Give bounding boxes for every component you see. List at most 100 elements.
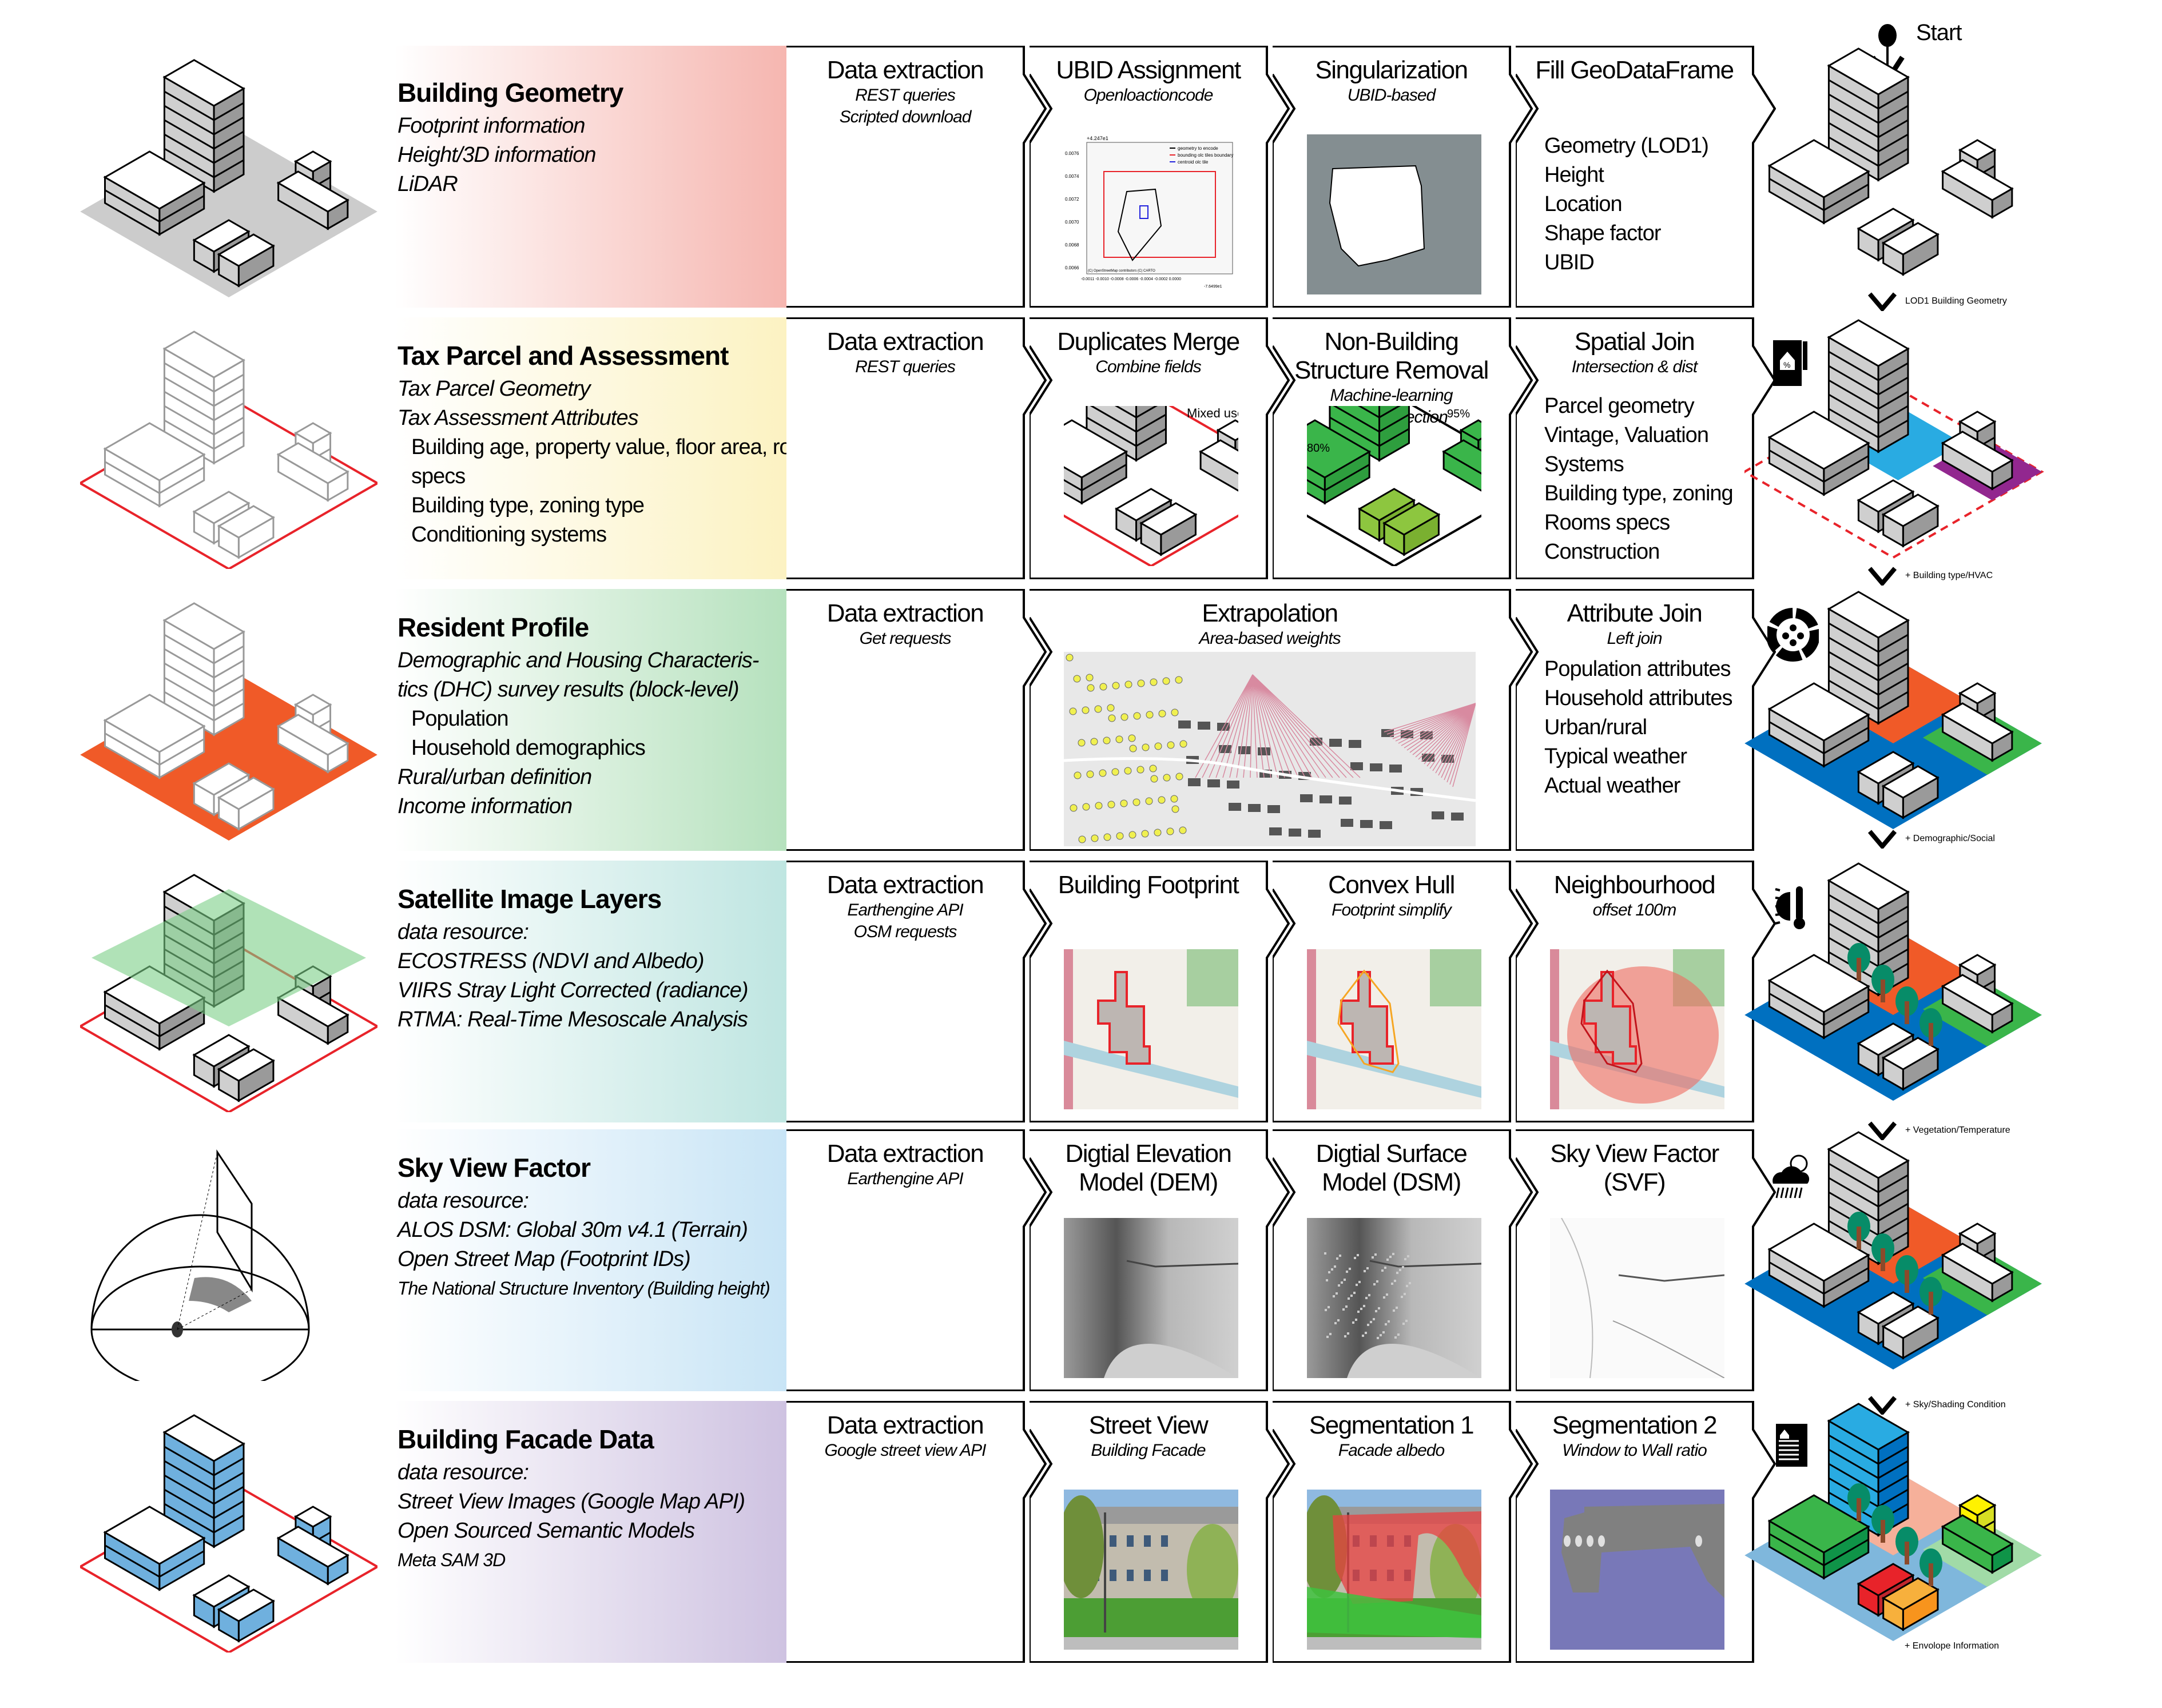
output-step-text: + Envolope Information xyxy=(1905,1641,1999,1651)
stage-subtitle: Facade albedo xyxy=(1338,1441,1445,1460)
source-detail-line: data resource: xyxy=(398,920,529,944)
output-stage xyxy=(1744,46,2162,309)
attribute-list-item: Actual weather xyxy=(1544,774,1680,798)
attribute-list-item: Vintage, Valuation xyxy=(1544,423,1709,447)
stage-digtial-elevation-model-dem[interactable]: Digtial Elevation Model (DEM) xyxy=(1030,1129,1290,1391)
tree-icon xyxy=(1919,1548,1942,1586)
plot-ytick: 0.0068 xyxy=(1065,242,1079,248)
source-band xyxy=(395,1401,864,1663)
tree-icon xyxy=(1895,1527,1918,1564)
stage-title: Digtial Elevation Model (DEM) xyxy=(1065,1140,1233,1196)
start-marker xyxy=(1767,63,1819,120)
population-group-icon xyxy=(1766,606,1820,663)
output-step-label: + Sky/Shading Condition xyxy=(1867,1395,2006,1415)
stage-frame xyxy=(786,46,1047,308)
source-detail-line: ECOSTRESS (NDVI and Albedo) xyxy=(398,949,704,973)
mixed-use-annotation: Mixed use xyxy=(1187,406,1238,420)
output-stage xyxy=(1744,1401,2162,1664)
stage-subtitle: Area-based weights xyxy=(1199,629,1341,648)
chevron-down-icon xyxy=(1867,567,1897,586)
source-detail-line: Rural/urban definition xyxy=(398,765,592,789)
source-detail-line: Open Sourced Semantic Models xyxy=(398,1519,695,1543)
neighbourhood-map xyxy=(1550,949,1724,1109)
stage-subtitle: Left join xyxy=(1607,629,1662,648)
stage-subtitle: Get requests xyxy=(859,629,952,648)
dem-image xyxy=(1064,1218,1239,1378)
sun-thermometer-icon xyxy=(1767,878,1819,935)
source-detail-line: Household demographics xyxy=(411,736,646,760)
output-stage xyxy=(1744,861,2162,1124)
singularization-footprint-image xyxy=(1307,134,1481,294)
band-arrow-shape xyxy=(395,1401,852,1663)
stage-title: Duplicates Merge xyxy=(1057,328,1240,356)
band-arrow-shape xyxy=(395,861,852,1122)
stage-title: Singularization xyxy=(1315,56,1468,84)
stage-title: Spatial Join xyxy=(1574,328,1695,356)
output-step-label: LOD1 Building Geometry xyxy=(1867,292,2007,311)
dsm-image xyxy=(1307,1218,1482,1378)
plot-ytick: 0.0076 xyxy=(1065,151,1079,156)
stage-thumbnail: Mixed use xyxy=(1000,328,1302,568)
plot-x-offset-label: -7.6499e1 xyxy=(1204,285,1222,289)
output-step-text: LOD1 Building Geometry xyxy=(1905,296,2007,306)
source-title: Satellite Image Layers xyxy=(398,884,662,914)
plot-offset-label: +4.247e1 xyxy=(1087,136,1108,141)
band-arrow-shape xyxy=(395,46,852,308)
output-step-label: + Envolope Information xyxy=(1905,1641,1999,1651)
svg-text:%: % xyxy=(1783,360,1790,369)
tree-icon xyxy=(1919,1277,1942,1315)
output-step-label: + Building type/HVAC xyxy=(1867,566,1993,586)
stage-subtitle: UBID-based xyxy=(1347,86,1436,105)
plot-credit: (C) OpenStreetMap contributors (C) CARTO xyxy=(1088,269,1155,273)
source-detail-line: Demographic and Housing Characteris- xyxy=(398,648,759,672)
source-band xyxy=(395,861,864,1122)
cloud-rain-sun-icon xyxy=(1767,1146,1819,1204)
attribute-list-item: Household attributes xyxy=(1544,686,1733,710)
plot-ytick: 0.0066 xyxy=(1065,265,1079,270)
stage-sky-view-factor-svf[interactable]: Sky View Factor (SVF) xyxy=(1516,1129,1776,1391)
stage-title: Street View xyxy=(1088,1411,1209,1439)
source-detail-line: Open Street Map (Footprint IDs) xyxy=(398,1247,691,1271)
source-detail-line: Height/3D information xyxy=(398,143,597,167)
stage-subtitle: Openloactioncode xyxy=(1083,86,1214,105)
source-detail-line: The National Structure Inventory (Buildi… xyxy=(398,1278,770,1299)
source-detail-line: Income information xyxy=(398,794,573,818)
sky-view-hemisphere-diagram xyxy=(90,1149,310,1394)
stage-building-footprint[interactable]: Building Footprint xyxy=(1030,861,1290,1122)
source-title: Sky View Factor xyxy=(398,1153,591,1183)
stage-digtial-surface-model-dsm[interactable]: Digtial Surface Model (DSM) xyxy=(1273,1129,1533,1391)
